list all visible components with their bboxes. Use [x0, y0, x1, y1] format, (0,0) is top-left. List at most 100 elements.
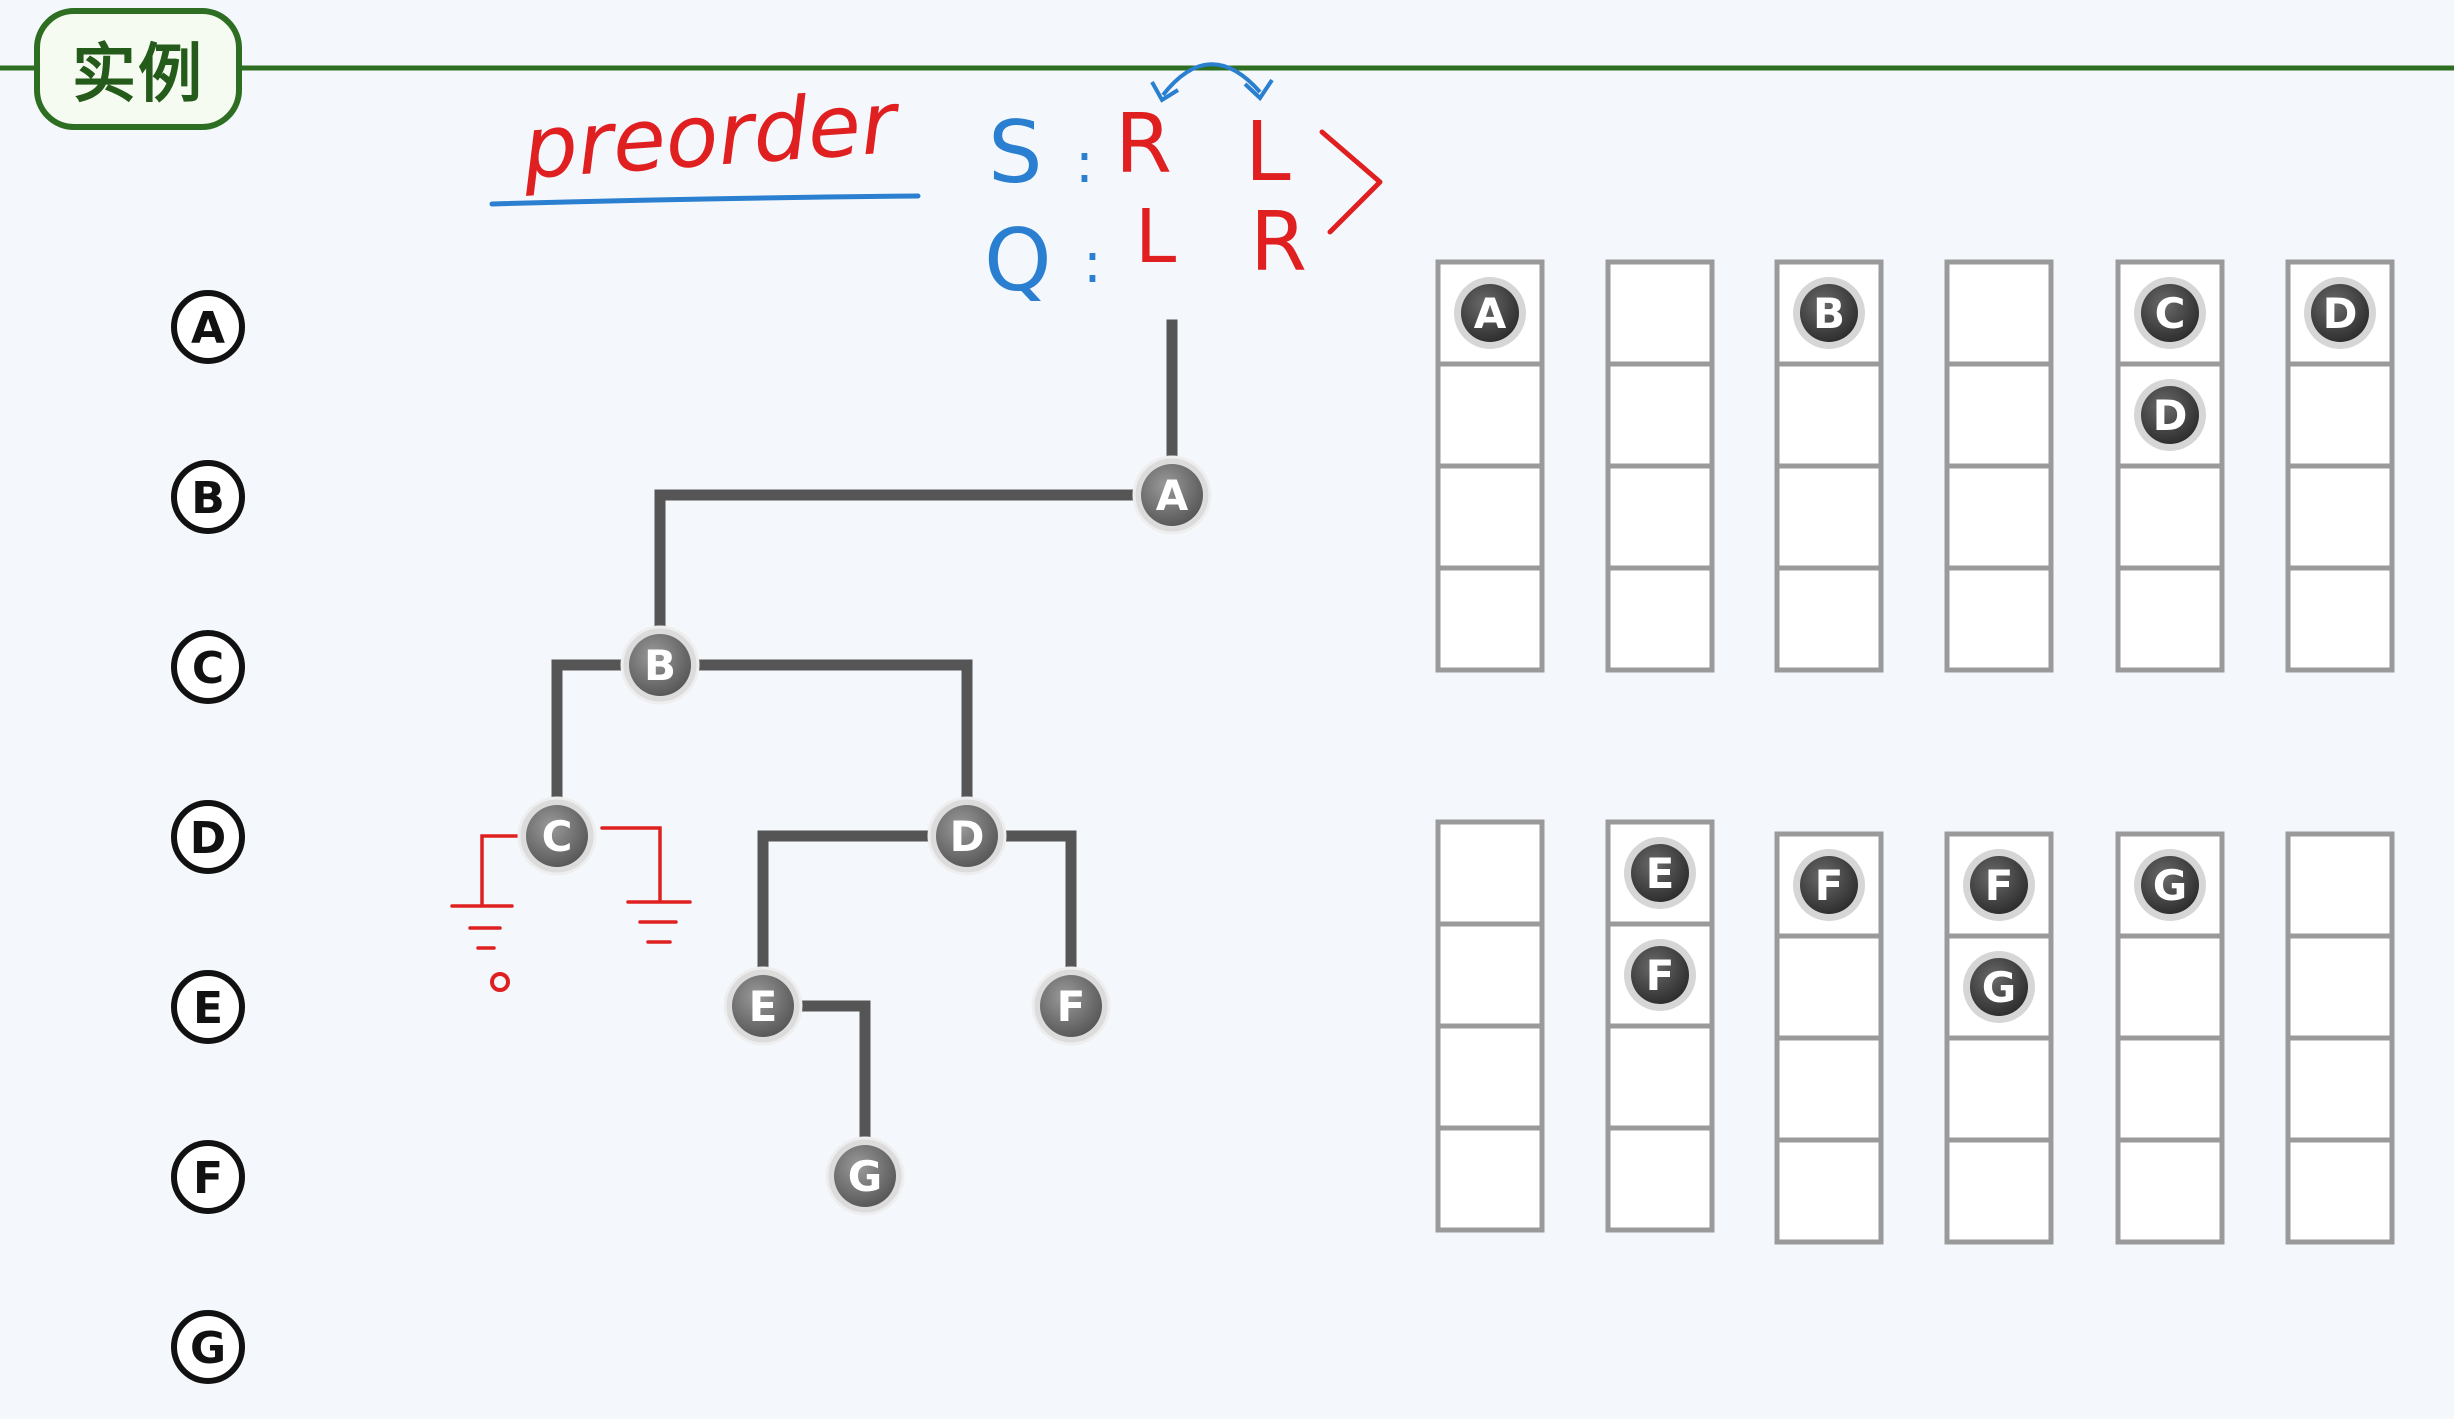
tree-node-circle — [834, 1145, 896, 1207]
stack-chip-label: F — [1815, 861, 1844, 910]
node-list-label: F — [193, 1153, 223, 1204]
tree-node-label: C — [542, 812, 573, 861]
arrow-head-left — [1150, 81, 1180, 103]
stack-column: B — [1774, 259, 1884, 673]
stack-column — [2285, 831, 2395, 1245]
stack-chip-label: C — [2155, 289, 2186, 338]
tree-node-circle — [732, 975, 794, 1037]
stack-chip-label: F — [1985, 861, 2014, 910]
section-title-badge: 实例 — [34, 8, 242, 130]
stack-column: A — [1435, 259, 1545, 673]
arrow-head-right — [1243, 78, 1274, 102]
tree-node-label: A — [1156, 471, 1189, 520]
node-list: A B C D E F G — [171, 290, 245, 1384]
stack-chip — [1970, 958, 2028, 1016]
preorder-underline — [489, 193, 921, 207]
tree-node: G — [825, 1136, 905, 1216]
node-list-item: E — [171, 970, 245, 1044]
stack-chip — [1970, 856, 2028, 914]
tree-node: F — [1031, 966, 1111, 1046]
stack-column: CD — [2115, 259, 2225, 673]
tree-nodes: A B C D E F G — [517, 455, 1212, 1216]
tree-node-label: G — [848, 1152, 882, 1201]
tree-node-circle — [936, 805, 998, 867]
circled-letter-icon — [171, 460, 245, 534]
tree-node: D — [927, 796, 1007, 876]
node-list-label: C — [192, 643, 224, 694]
section-title: 实例 — [72, 38, 204, 112]
node-list-item: B — [171, 460, 245, 534]
circled-letter-icon — [171, 1140, 245, 1214]
stack-chip-label: E — [1646, 849, 1675, 898]
node-list-label: D — [190, 813, 227, 864]
ground-symbol-icon — [450, 834, 530, 950]
stack-chip — [2141, 856, 2199, 914]
stack-chip — [2141, 386, 2199, 444]
preorder-word: preorder — [518, 73, 903, 199]
stack-column: F — [1774, 831, 1884, 1245]
edge-d-e — [757, 830, 973, 1012]
s-colon: : — [1075, 131, 1094, 196]
stack-chip-label: G — [2153, 861, 2187, 910]
stack-chip — [2141, 284, 2199, 342]
circled-letter-icon — [171, 1310, 245, 1384]
q-label: Q — [984, 211, 1052, 311]
stack-chip-label: B — [1813, 289, 1845, 338]
tree-node-circle — [1141, 464, 1203, 526]
s-order-second: L — [1245, 105, 1291, 200]
stack-chip-label: G — [1982, 963, 2016, 1012]
tree-node: C — [517, 796, 597, 876]
tree-node-circle — [1040, 975, 1102, 1037]
stack-column: G — [2115, 831, 2225, 1245]
tree-node-label: B — [644, 641, 676, 690]
cursor-dot-icon — [490, 972, 510, 992]
q-order-second: R — [1250, 195, 1307, 290]
tree-node: B — [620, 625, 700, 705]
q-colon: : — [1083, 231, 1102, 296]
stack-chip — [2311, 284, 2369, 342]
stack-chip — [1631, 946, 1689, 1004]
stack-chip — [1800, 856, 1858, 914]
stack-column: D — [2285, 259, 2395, 673]
angle-bracket-icon — [1319, 129, 1383, 235]
curved-double-arrow-icon — [1161, 62, 1262, 97]
node-list-label: A — [191, 303, 225, 354]
stack-chip-label: D — [2153, 391, 2188, 440]
ground-symbol-icon — [600, 826, 692, 944]
s-label: S — [988, 103, 1043, 203]
stack-chip-label: D — [2323, 289, 2358, 338]
stack-chip — [1631, 844, 1689, 902]
edge-a-b — [654, 489, 1178, 671]
stack-column — [1435, 819, 1545, 1233]
node-list-item: D — [171, 800, 245, 874]
circled-letter-icon — [171, 290, 245, 364]
s-order-first: R — [1115, 97, 1172, 192]
edge-b-d — [654, 659, 973, 842]
tree-edges — [551, 319, 1178, 1182]
tree-node-label: F — [1057, 982, 1086, 1031]
node-list-item: F — [171, 1140, 245, 1214]
stack-chip-label: A — [1474, 289, 1507, 338]
node-list-label: E — [193, 983, 223, 1034]
tree-node-circle — [629, 634, 691, 696]
tree-node-circle — [526, 805, 588, 867]
q-order-first: L — [1135, 194, 1176, 280]
null-markers — [450, 826, 692, 992]
stack-column: EF — [1605, 819, 1715, 1233]
node-list-item: G — [171, 1310, 245, 1384]
tree-node-label: E — [749, 982, 778, 1031]
tree-node: A — [1132, 455, 1212, 535]
node-list-label: G — [190, 1323, 226, 1374]
node-list-item: A — [171, 290, 245, 364]
node-list-label: B — [191, 473, 225, 524]
circled-letter-icon — [171, 970, 245, 1044]
circled-letter-icon — [171, 630, 245, 704]
preorder-annotation: preorder S : R L Q : L R — [489, 62, 1383, 311]
stack-column: FG — [1944, 831, 2054, 1245]
circled-letter-icon — [171, 800, 245, 874]
tree-node: E — [723, 966, 803, 1046]
node-list-item: C — [171, 630, 245, 704]
stack-chip-label: F — [1646, 951, 1675, 1000]
